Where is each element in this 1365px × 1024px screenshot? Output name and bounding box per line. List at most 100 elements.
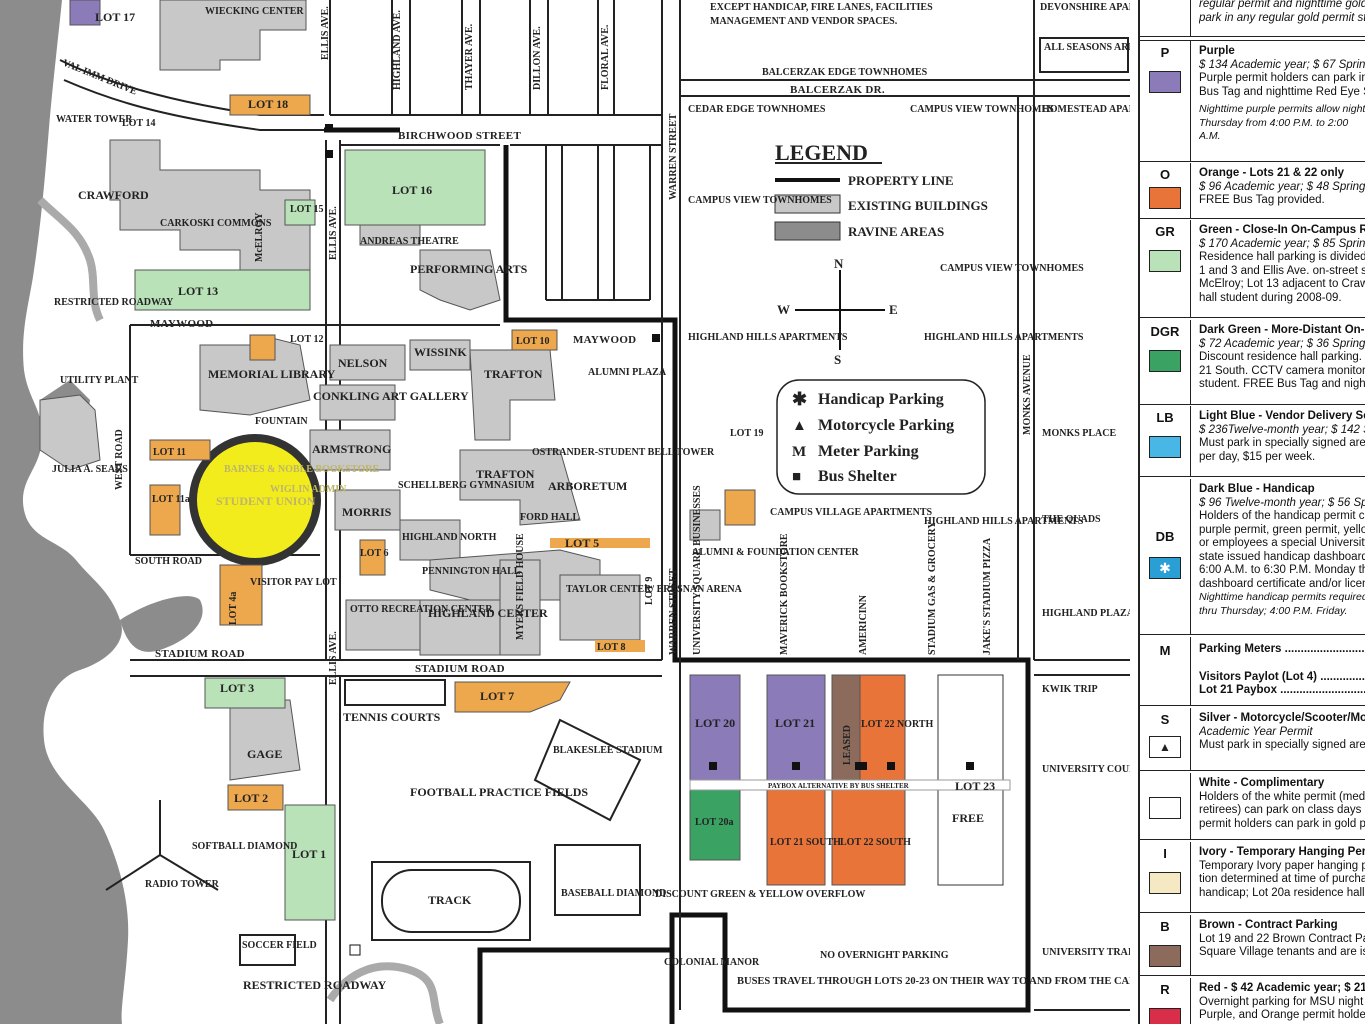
label-utility: UTILITY PLANT: [60, 375, 139, 386]
label-gage: GAGE: [247, 747, 282, 761]
permit-title-meters: Parking Meters .........................…: [1199, 643, 1365, 655]
permit-line: Purple permit holders can park in: [1199, 72, 1365, 84]
permit-row-gold: regular permit and nighttime gold m park…: [1140, 0, 1365, 37]
label-trafton-south: TRAFTON: [476, 467, 535, 481]
label-tennis: TENNIS COURTS: [343, 710, 441, 724]
label-ostrander: OSTRANDER-STUDENT BELL TOWER: [532, 447, 715, 458]
permit-line: [1199, 657, 1365, 671]
permit-gold-line-2: park in any regular gold permit stal: [1199, 11, 1365, 24]
permit-line: per day, $15 per week.: [1199, 450, 1316, 463]
label-morris: MORRIS: [342, 505, 392, 519]
label-alumni-plaza: ALUMNI PLAZA: [588, 367, 667, 378]
permit-line: Purple, and Orange permit holde: [1199, 1009, 1365, 1021]
lot-7-label: LOT 7: [480, 689, 514, 703]
permit-line: Temporary Ivory paper hanging pe: [1199, 859, 1365, 872]
buildings: [39, 0, 721, 781]
permit-row-brown: B Brown - Contract Parking Lot 19 and 22…: [1140, 915, 1365, 976]
permit-row-dark-blue: DB ✱ Dark Blue - Handicap $ 96 Twelve-mo…: [1140, 479, 1365, 635]
legend-symbol-1: Handicap Parking: [818, 391, 944, 408]
label-wiglin: WIGLIN ADMIN: [270, 484, 347, 495]
permit-line: tion determined at time of purchas: [1199, 873, 1365, 885]
lot-20a-label: LOT 20a: [695, 817, 733, 828]
white-swatch: [1149, 797, 1181, 819]
street-warren-top: WARREN STREET: [668, 113, 679, 200]
legend-symbol-4: Bus Shelter: [818, 468, 897, 485]
street-ellis-top: ELLIS AVE.: [320, 6, 331, 60]
label-mcelroy: McELROY: [254, 212, 265, 262]
street-stadium-west: STADIUM ROAD: [155, 648, 245, 660]
street-stadium-east: STADIUM ROAD: [415, 663, 505, 675]
label-restricted-top: RESTRICTED ROADWAY: [54, 297, 174, 308]
crawford-carkoski-buildings: [109, 139, 311, 271]
lot-16-label: LOT 16: [392, 183, 432, 197]
permit-row-dark-green: DGR Dark Green - More-Distant On-C $ 72 …: [1140, 320, 1365, 405]
lot-6-label: LOT 6: [360, 548, 388, 559]
label-univ-square: UNIVERSITY SQUARE BUSINESSES: [692, 485, 703, 655]
street-ellis-low: ELLIS AVE.: [328, 631, 339, 685]
permit-title-red: Red - $ 42 Academic year; $ 21 S: [1199, 982, 1365, 994]
street-monks: MONKS AVENUE: [1022, 354, 1033, 435]
permit-gold-line-1: regular permit and nighttime gold m: [1199, 0, 1365, 10]
road-lines: [59, 0, 1130, 1024]
permit-line: Must park in specially signed areas: [1199, 437, 1365, 449]
armstrong-building: [309, 429, 391, 471]
lot-4a-label: LOT 4a: [228, 592, 239, 625]
label-americinn: AMERICINN: [858, 594, 869, 655]
label-no-overnight: NO OVERNIGHT PARKING: [820, 950, 949, 961]
permit-code-light-blue: LB: [1156, 410, 1174, 425]
permit-line: state issued handicap dashboard per: [1199, 550, 1365, 563]
permit-title-brown: Brown - Contract Parking: [1199, 919, 1338, 931]
utility-plant-building: [39, 394, 101, 471]
permit-title-white: White - Complimentary: [1199, 777, 1325, 789]
permit-line: Square Village tenants and are iss: [1199, 946, 1365, 958]
label-football: FOOTBALL PRACTICE FIELDS: [410, 785, 588, 799]
leased-label: LEASED: [842, 725, 853, 765]
label-trailer-park: UNIVERSITY TRAILER PARK: [1042, 947, 1130, 958]
label-highland-hills-1: HIGHLAND HILLS APARTMENTS: [688, 332, 848, 343]
permit-code-green: GR: [1155, 224, 1175, 239]
label-highland-hills-2: HIGHLAND HILLS APARTMENTS: [924, 332, 1084, 343]
permit-line: McElroy; Lot 13 adjacent to Craw: [1199, 278, 1365, 290]
label-schellberg: SCHELLBERG GYMNASIUM: [398, 480, 535, 491]
label-ford-hall: FORD HALL: [520, 512, 580, 523]
street-warren-bottom: WARREN STREET: [668, 568, 679, 655]
label-highland-hills-3: HIGHLAND HILLS APARTMENTS: [924, 516, 1084, 527]
myers-field-house-building: [499, 559, 541, 656]
label-andreas: ANDREAS THEATRE: [360, 236, 459, 247]
lot-19-label: LOT 19: [730, 428, 763, 439]
label-crawford: CRAWFORD: [78, 188, 149, 202]
permit-code-dark-blue: DB: [1155, 529, 1175, 544]
label-devonshire: DEVONSHIRE APARTMENTS: [1040, 2, 1130, 13]
label-kwik-trip: KWIK TRIP: [1042, 684, 1098, 695]
label-monks-place: MONKS PLACE: [1042, 428, 1117, 439]
parking-lots: [134, 94, 1011, 921]
legend-symbol-2: Motorcycle Parking: [818, 417, 954, 434]
permit-code-purple: P: [1160, 45, 1170, 60]
permit-line: or employees a special University b: [1199, 537, 1365, 549]
permit-title-ivory: Ivory - Temporary Hanging Perm: [1199, 846, 1365, 858]
lot-10-label: LOT 10: [516, 336, 549, 347]
label-discount: DISCOUNT GREEN & YELLOW OVERFLOW: [655, 889, 865, 900]
label-blakeslee: BLAKESLEE STADIUM: [553, 745, 663, 756]
permit-title-orange: Orange - Lots 21 & 22 only: [1199, 167, 1345, 179]
compass-e: E: [889, 302, 898, 317]
label-softball: SOFTBALL DIAMOND: [192, 841, 297, 852]
permit-line: hall student during 2008-09.: [1199, 291, 1342, 304]
label-campus-view-2: CAMPUS VIEW TOWNHOMES: [910, 104, 1054, 115]
street-maywood-east: MAYWOOD: [573, 334, 636, 346]
light-blue-swatch: [1149, 436, 1181, 458]
legend-line-1: PROPERTY LINE: [848, 173, 954, 188]
lot-22-south-label: LOT 22 SOUTH: [840, 837, 911, 848]
label-track: TRACK: [428, 893, 472, 907]
label-baseball: BASEBALL DIAMOND: [561, 888, 666, 899]
motorcycle-icon: ▲: [792, 418, 807, 434]
legend-line-3: RAVINE AREAS: [848, 224, 944, 239]
purple-swatch: [1149, 71, 1181, 93]
compass-icon: [795, 270, 885, 350]
header-note-1: EXCEPT HANDICAP, FIRE LANES, FACILITIES: [710, 2, 933, 13]
label-arboretum: ARBORETUM: [548, 479, 627, 493]
compass-s: S: [834, 352, 841, 367]
header-note-2: MANAGEMENT AND VENDOR SPACES.: [710, 16, 898, 27]
morris-building: [334, 489, 401, 531]
permit-row-red: R Red - $ 42 Academic year; $ 21 S Overn…: [1140, 978, 1365, 1024]
